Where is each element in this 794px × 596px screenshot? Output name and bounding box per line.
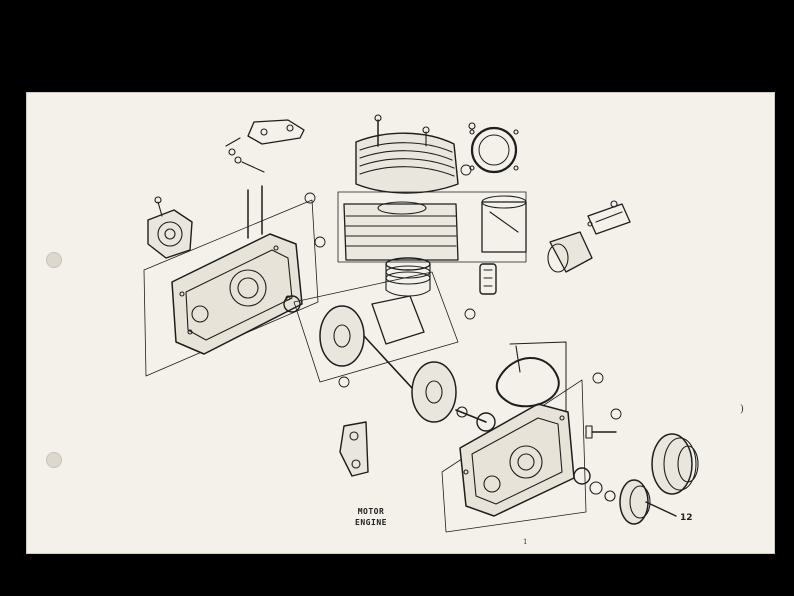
engine-mount-bracket (225, 119, 305, 173)
punch-hole-top (46, 252, 62, 268)
caption-line-engine: ENGINE (355, 518, 387, 527)
bottom-mark: 1 (523, 538, 528, 546)
magneto-cover (147, 196, 193, 259)
margin-mark: ) (740, 404, 744, 415)
caption-line-motor: MOTOR (357, 507, 385, 516)
crankshaft (283, 271, 487, 423)
cylinder-group (337, 191, 527, 263)
diagram-caption: MOTOR ENGINE (326, 506, 416, 528)
engine-mount-lower (339, 421, 369, 477)
left-crankcase (143, 185, 319, 377)
crankcase-gasket (495, 341, 567, 413)
cylinder-head (355, 114, 459, 194)
clutch-drum (651, 433, 699, 495)
piston (385, 257, 497, 297)
intake-manifold (547, 200, 631, 273)
part-callout-circles (304, 164, 622, 420)
head-gasket (468, 122, 519, 174)
exploded-engine-diagram (143, 114, 699, 533)
page-number: 12 (680, 513, 693, 523)
diagram-sheet: MOTOR ENGINE 12 ) 1 (26, 92, 775, 554)
right-crankcase (441, 379, 587, 533)
punch-hole-bottom (46, 452, 62, 468)
clutch-assembly (573, 425, 677, 525)
